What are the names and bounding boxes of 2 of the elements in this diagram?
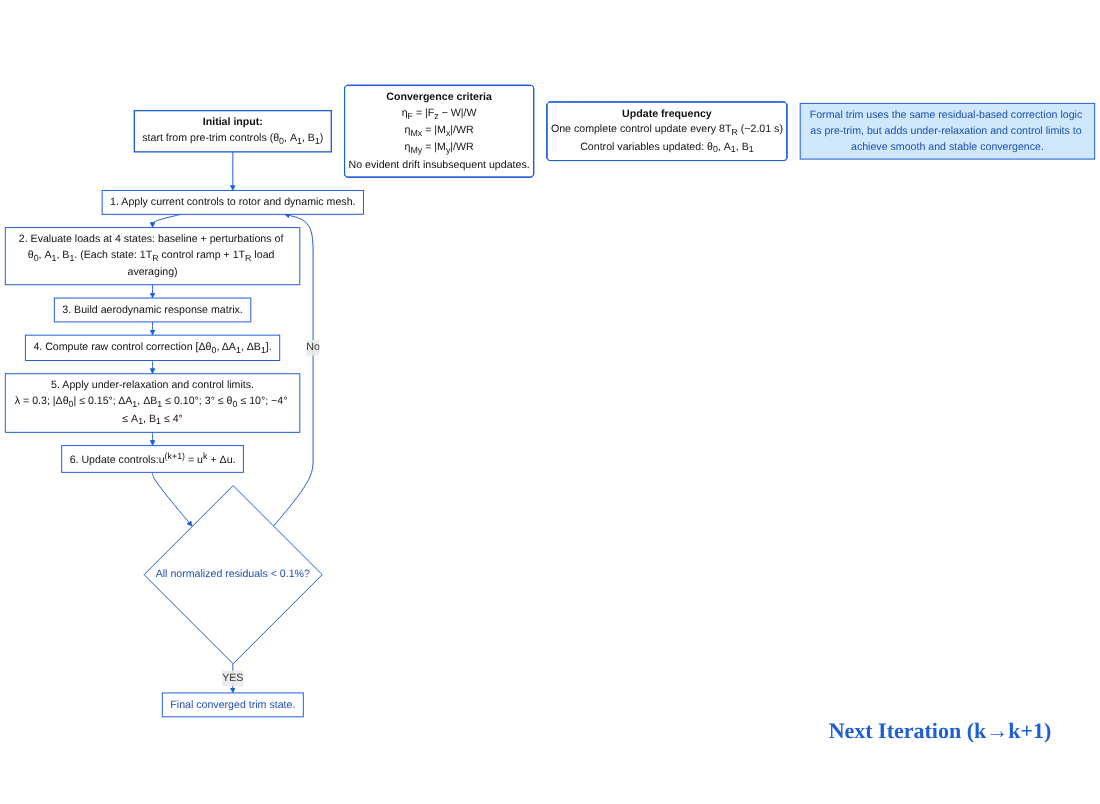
arrow bbox=[149, 360, 156, 375]
annotation-text: Next Iteration (k→k+1) bbox=[826, 720, 1054, 744]
